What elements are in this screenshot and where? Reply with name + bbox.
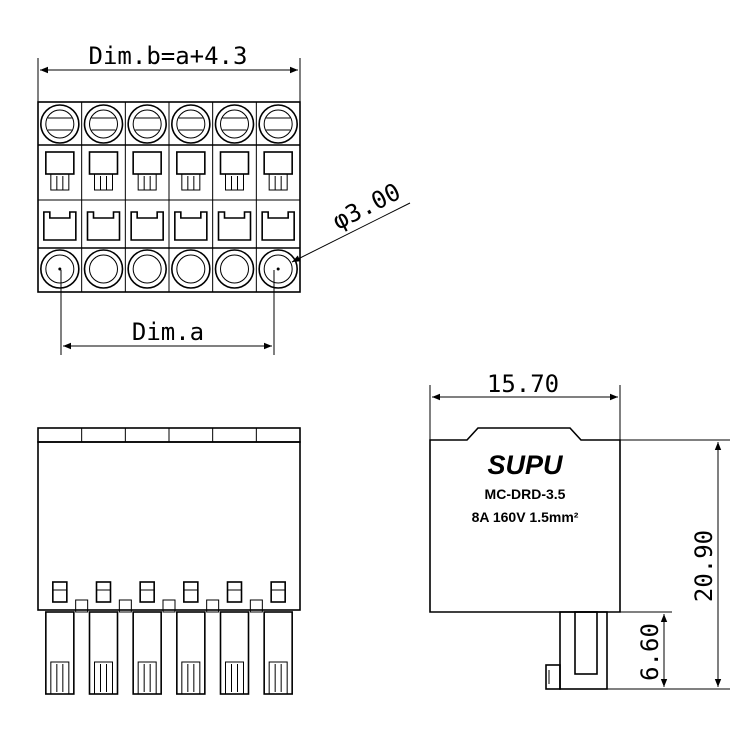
model-label: MC-DRD-3.5	[485, 486, 566, 502]
dim-b-dimension: Dim.b=a+4.3	[37, 42, 301, 102]
hole-center-dot	[276, 267, 280, 271]
top-pole-cell	[212, 102, 255, 292]
top-pole-cell	[124, 102, 167, 292]
dim-a-label: Dim.a	[132, 318, 204, 346]
hole-diameter-label: φ3.00	[328, 178, 405, 236]
pin-label: 6.60	[636, 623, 664, 681]
rating-label: 8A 160V 1.5mm²	[472, 509, 579, 525]
dim-a-dimension: Dim.a	[60, 270, 275, 355]
top-pole-cell	[255, 102, 298, 292]
front-pole-cell	[168, 428, 220, 695]
front-body-outline	[37, 441, 301, 611]
width-label: 15.70	[487, 370, 559, 398]
top-view: Dim.b=a+4.3 Dim.a φ3.00	[37, 42, 411, 355]
front-pole-cell	[45, 581, 89, 695]
front-pole-cell	[212, 428, 263, 695]
front-pole-cell	[81, 428, 132, 695]
front-pole-cell	[124, 428, 176, 695]
top-pole-cells	[40, 102, 298, 292]
hole-diameter-leader: φ3.00	[291, 178, 411, 263]
pin-dimension: 6.60	[620, 611, 672, 687]
height-label: 20.90	[690, 530, 718, 602]
side-body-outline	[429, 427, 621, 613]
hole-center-dot	[58, 267, 62, 271]
top-pole-cell	[40, 104, 80, 289]
side-view: 15.70 SUPU MC-DRD-3.5 8A 160V 1.5mm² 20.…	[429, 370, 730, 690]
brand-logo: SUPU	[487, 450, 564, 480]
top-pole-cell	[168, 102, 211, 292]
top-pole-cell	[81, 102, 124, 292]
height-dimension: 20.90	[607, 439, 730, 690]
side-pin	[545, 611, 608, 690]
front-view	[37, 427, 301, 695]
dim-b-label: Dim.b=a+4.3	[89, 42, 248, 70]
front-pole-cells	[45, 428, 293, 695]
width-dimension: 15.70	[429, 370, 621, 440]
front-pole-cell	[255, 428, 293, 695]
